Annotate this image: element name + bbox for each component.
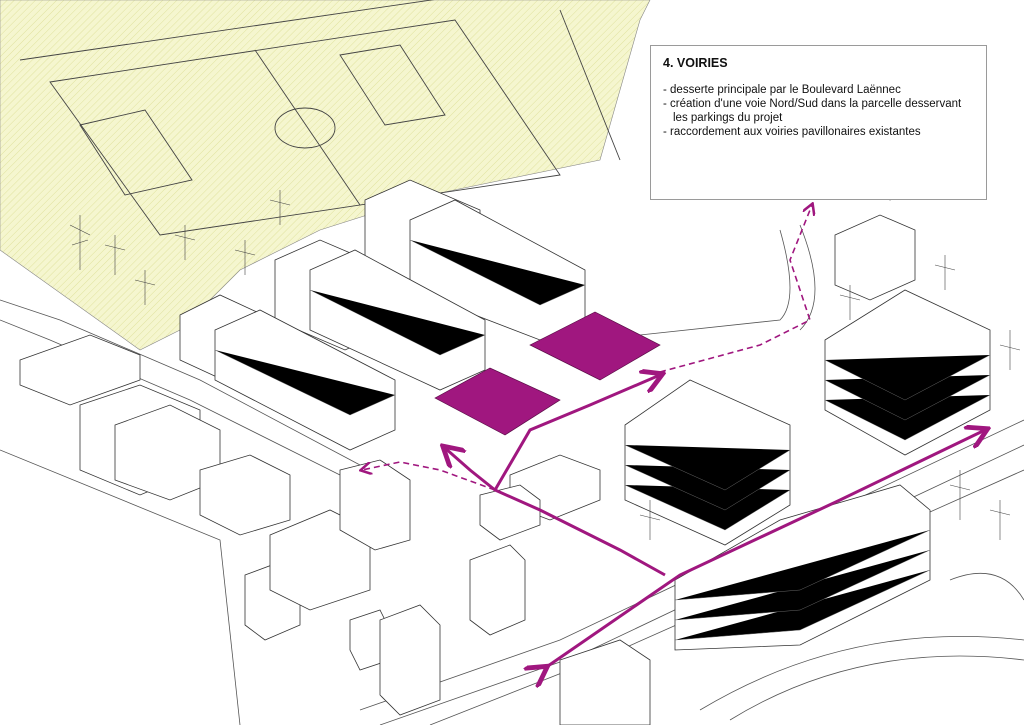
legend-title: 4. VOIRIES bbox=[663, 56, 728, 70]
pavilion-link-arrow-north bbox=[659, 205, 812, 373]
legend-item: desserte principale par le Boulevard Laë… bbox=[663, 83, 974, 97]
sports-field-zone bbox=[0, 0, 651, 351]
north-south-branch-arrow bbox=[493, 375, 660, 491]
route-arrows bbox=[362, 205, 985, 668]
main-boulevard-arrow bbox=[545, 430, 985, 668]
legend-item: raccordement aux voiries pavillonaires e… bbox=[663, 125, 974, 139]
legend-list: desserte principale par le Boulevard Laë… bbox=[663, 83, 974, 139]
parking-area-east bbox=[529, 311, 661, 381]
legend-item: création d'une voie Nord/Sud dans la par… bbox=[663, 97, 974, 125]
north-south-road-arrow bbox=[445, 448, 666, 577]
legend-box: 4. VOIRIES desserte principale par le Bo… bbox=[650, 45, 987, 200]
football-pitch bbox=[19, 0, 621, 236]
parking-area-west bbox=[434, 367, 561, 436]
